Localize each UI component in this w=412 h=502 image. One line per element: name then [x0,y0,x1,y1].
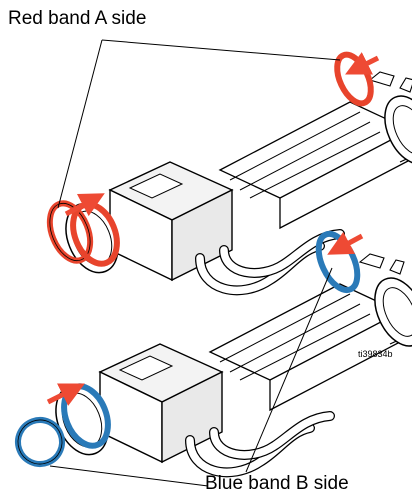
leader-line-blue-b [49,465,209,487]
leader-line-red-a [57,39,103,209]
blue-band-b-label: Blue band B side [205,473,349,494]
insert-arrow-icon [345,52,380,75]
leader-line-blue-b [245,267,333,473]
red-band-mounted [334,51,374,107]
insert-arrow-icon [64,193,105,217]
red-band-a-label: Red band A side [8,8,147,29]
insert-arrow-icon [327,231,364,255]
insert-arrow-icon [46,383,85,406]
figure-id: ti39834b [358,349,393,359]
blue-band-mounted [315,230,361,294]
leader-line-red-a [101,39,341,61]
